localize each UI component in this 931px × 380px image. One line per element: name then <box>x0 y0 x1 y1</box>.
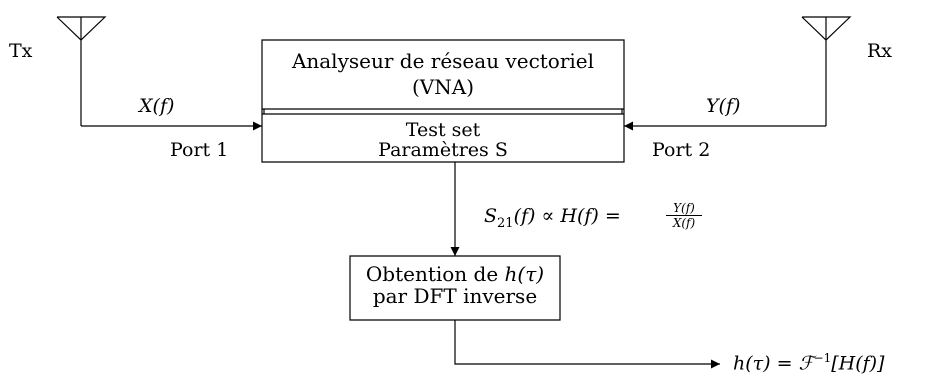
y-signal-label: Y(f) <box>706 95 741 117</box>
s21-subscript: 21 <box>497 215 514 231</box>
s21-equation: S21(f) ∝ H(f) = <box>484 207 621 230</box>
testset-line1: Test set <box>405 119 481 141</box>
fraction-numerator: Y(f) <box>666 202 702 216</box>
fourier-inverse-superscript: −1 <box>813 351 832 365</box>
process-line2: par DFT inverse <box>372 284 538 308</box>
fraction-denominator: X(f) <box>672 216 696 230</box>
port1-label: Port 1 <box>170 139 229 161</box>
process-label: Obtention de h(τ) par DFT inverse <box>350 264 560 306</box>
transfer-fraction: Y(f) X(f) <box>666 202 702 229</box>
fourier-operator: ℱ <box>798 352 814 375</box>
output-argument: [H(f)] <box>831 352 885 375</box>
output-lhs: h(τ) = <box>733 352 799 375</box>
output-formula: h(τ) = ℱ−1[H(f)] <box>733 352 884 373</box>
process-line1: Obtention de h(τ) <box>350 264 560 284</box>
process-line1-prefix: Obtention de <box>365 262 505 286</box>
testset-line2: Paramètres S <box>378 139 508 161</box>
vna-title-line1: Analyseur de réseau vectoriel <box>291 49 595 73</box>
rx-antenna-icon <box>802 17 850 126</box>
vna-title-line2: (VNA) <box>412 75 474 99</box>
testset-label: Test set Paramètres S <box>262 121 624 160</box>
process-line1-math: h(τ) <box>504 262 545 286</box>
rx-label: Rx <box>867 40 893 62</box>
s21-symbol: S <box>484 205 498 227</box>
x-signal-label: X(f) <box>139 95 175 117</box>
port2-label: Port 2 <box>652 139 711 161</box>
tx-antenna-icon <box>57 17 105 126</box>
s21-rest: (f) ∝ H(f) = <box>513 205 621 227</box>
vna-title: Analyseur de réseau vectoriel (VNA) <box>262 51 624 97</box>
output-path <box>455 320 720 369</box>
vna-box <box>262 40 624 162</box>
tx-label: Tx <box>9 40 33 62</box>
